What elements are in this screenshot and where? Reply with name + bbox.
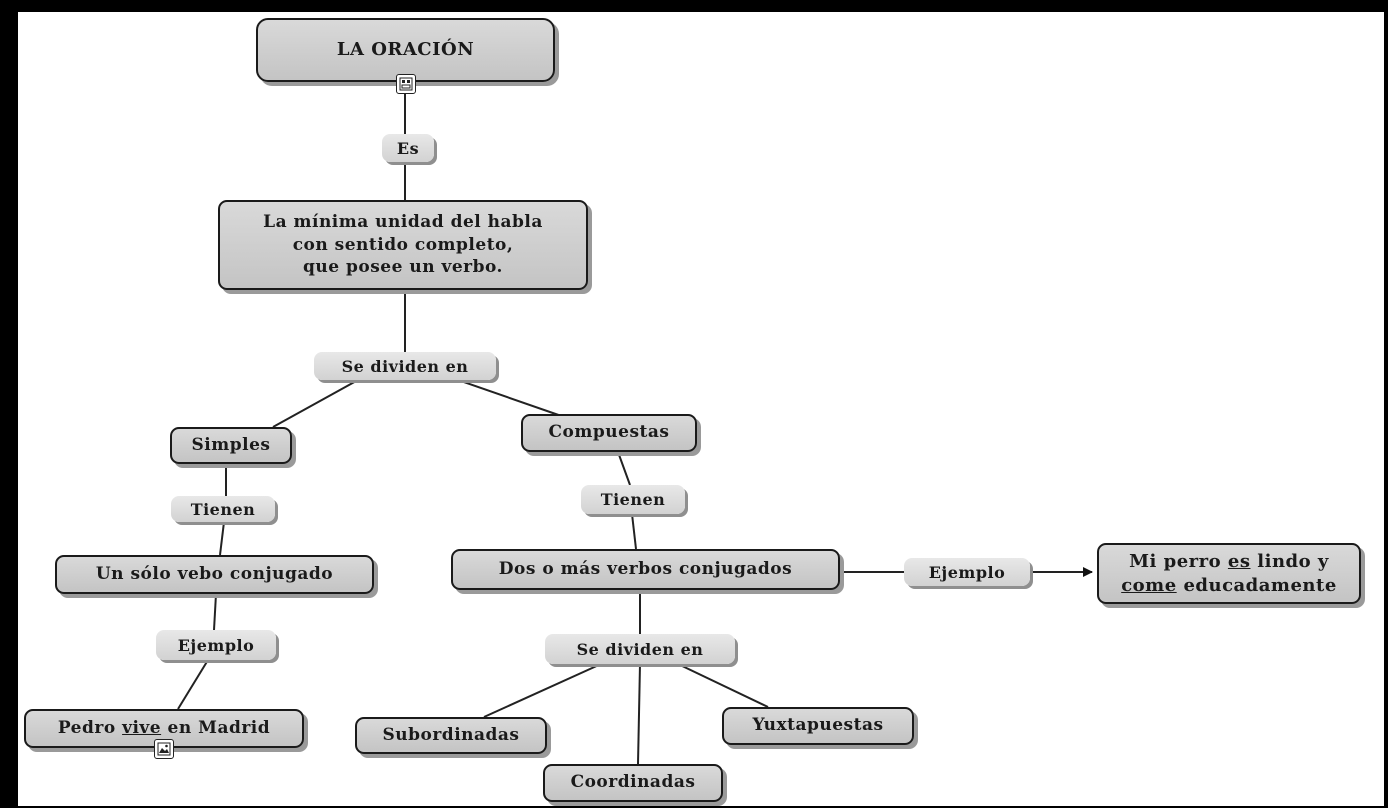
concept-label: Pedro vive en Madrid	[58, 718, 270, 739]
link-label: Ejemplo	[928, 562, 1006, 582]
concept-node-yuxtapuestas[interactable]: Yuxtapuestas	[722, 707, 914, 745]
definition-line-1: La mínima unidad del habla	[263, 211, 543, 232]
image-resource-icon[interactable]	[154, 739, 174, 759]
concept-label: Compuestas	[548, 422, 670, 443]
concept-node-ejemplo-compuesta[interactable]: Mi perro es lindo y come educadamente	[1097, 543, 1361, 604]
edge-dividen-simples	[272, 379, 359, 428]
example-text-after: en Madrid	[161, 717, 271, 738]
concept-map-resource-icon-glyph	[399, 77, 413, 91]
link-label: Se dividen en	[341, 356, 469, 376]
link-phrase-ejemplo-simple[interactable]: Ejemplo	[156, 630, 276, 660]
edge-dividen-yuxtapuestas	[677, 663, 769, 708]
concept-label: LA ORACIÓN	[336, 38, 475, 60]
link-phrase-es[interactable]: Es	[382, 134, 434, 162]
concept-node-subordinadas[interactable]: Subordinadas	[355, 717, 547, 754]
link-phrase-se-dividen-en-1[interactable]: Se dividen en	[314, 352, 496, 380]
concept-node-un-solo-verbo[interactable]: Un sólo vebo conjugado	[55, 555, 374, 594]
concept-node-la-oracion[interactable]: LA ORACIÓN	[256, 18, 555, 82]
edge-ejemplo-pedro	[177, 659, 209, 710]
concept-node-coordinadas[interactable]: Coordinadas	[543, 764, 723, 802]
edge-dividen-coordinadas	[637, 663, 641, 765]
edge-unsolo-ejemplo	[213, 593, 217, 631]
concept-label: Un sólo vebo conjugado	[95, 563, 334, 584]
edge-dividen-compuestas	[457, 379, 574, 421]
example-l2-after: educadamente	[1176, 574, 1337, 596]
link-phrase-ejemplo-compuesta[interactable]: Ejemplo	[904, 558, 1030, 586]
definition-line-3: que posee un verbo.	[303, 257, 503, 278]
concept-node-dos-o-mas-verbos[interactable]: Dos o más verbos conjugados	[451, 549, 840, 590]
link-phrase-se-dividen-en-2[interactable]: Se dividen en	[545, 634, 735, 664]
example-l1-verb-underlined: es	[1227, 551, 1251, 573]
concept-node-simples[interactable]: Simples	[170, 427, 292, 464]
concept-node-definition[interactable]: La mínima unidad del habla con sentido c…	[218, 200, 588, 290]
link-phrase-tienen-simples[interactable]: Tienen	[171, 496, 275, 522]
concept-label: Subordinadas	[382, 724, 520, 745]
link-label: Tienen	[190, 499, 256, 519]
example-l1-before: Mi perro	[1129, 551, 1228, 573]
link-label: Es	[396, 138, 420, 158]
concept-map-canvas: LA ORACIÓN La mínima unidad del habla co…	[18, 12, 1384, 806]
link-label: Tienen	[600, 490, 666, 509]
concept-label: Coordinadas	[570, 772, 696, 793]
edge-dividen-subordinadas	[483, 663, 602, 718]
link-phrase-tienen-compuestas[interactable]: Tienen	[581, 485, 685, 514]
link-label: Se dividen en	[576, 639, 704, 659]
edge-compuestas-tienen	[617, 451, 631, 486]
edge-tienen-dos	[631, 513, 637, 550]
example-line-1: Mi perro es lindo y	[1129, 550, 1329, 573]
concept-label: Simples	[191, 434, 271, 455]
definition-line-2: con sentido completo,	[292, 234, 514, 255]
example-verb-underlined: vive	[122, 717, 162, 738]
example-line-2: come educadamente	[1121, 574, 1337, 597]
link-label: Ejemplo	[177, 635, 255, 655]
example-l1-after: lindo y	[1250, 551, 1329, 573]
concept-label: Dos o más verbos conjugados	[498, 558, 793, 579]
concept-label: Yuxtapuestas	[752, 715, 884, 736]
concept-node-compuestas[interactable]: Compuestas	[521, 414, 697, 452]
concept-map-resource-icon[interactable]	[396, 74, 416, 94]
example-l2-verb-underlined: come	[1121, 574, 1177, 596]
edge-tienen-unsolo	[219, 521, 225, 556]
connector-lines	[177, 94, 1093, 765]
example-text-before: Pedro	[57, 717, 123, 738]
image-resource-icon-glyph	[157, 742, 171, 756]
